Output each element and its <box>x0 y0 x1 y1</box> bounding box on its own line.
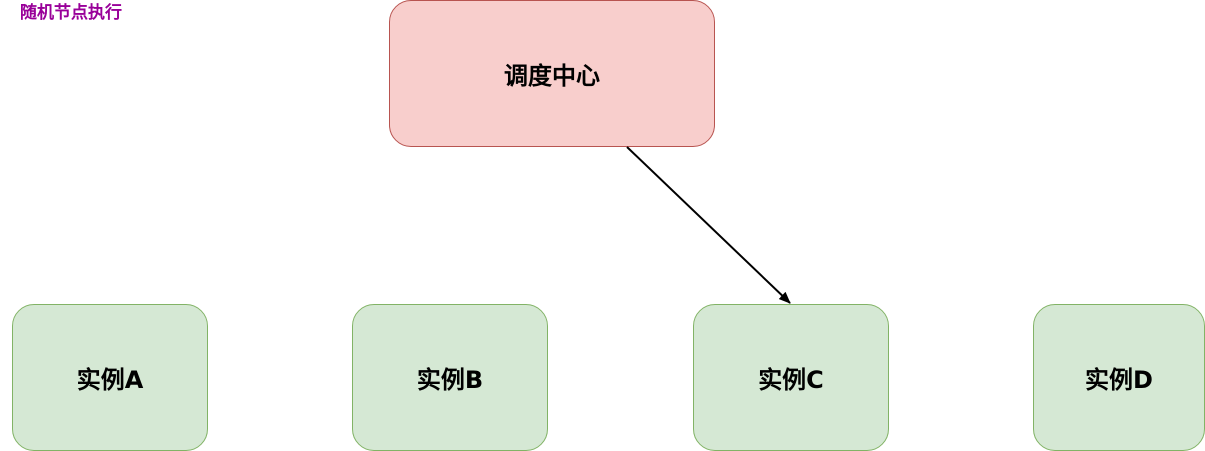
instance-node-a: 实例A <box>12 304 208 451</box>
instance-node-d: 实例D <box>1033 304 1205 451</box>
instance-node-b: 实例B <box>352 304 548 451</box>
diagram-title: 随机节点执行 <box>20 3 122 23</box>
arrow-scheduler-to-instance-c <box>626 146 791 304</box>
instance-node-c: 实例C <box>693 304 889 451</box>
scheduler-node: 调度中心 <box>389 0 715 147</box>
